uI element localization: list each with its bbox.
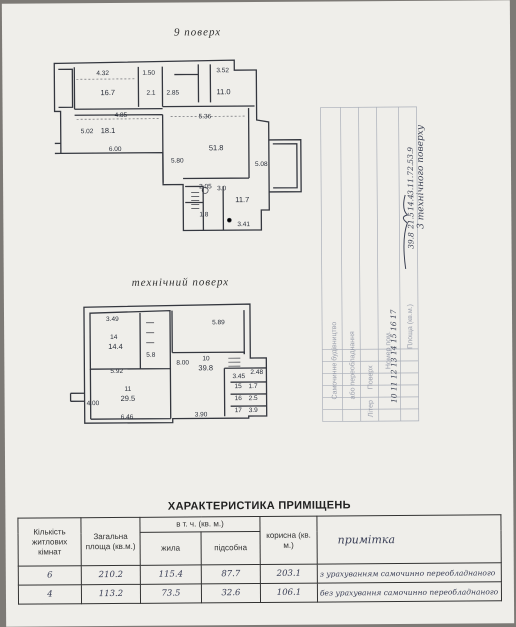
plan-dim-label: 3.52 bbox=[216, 67, 229, 74]
cell-aux: 87.7 bbox=[201, 564, 261, 584]
stamp-row-num: 11 bbox=[389, 381, 398, 391]
rooms-characteristics-table: ХАРАКТЕРИСТИКА ПРИМІЩЕНЬ Кількість житло… bbox=[17, 494, 502, 615]
plan-dim-label: 5.89 bbox=[212, 319, 225, 326]
stamp-line: Поверх bbox=[367, 365, 374, 389]
plan-area-label: 16.7 bbox=[100, 88, 115, 97]
plan-dim-label: 3.41 bbox=[237, 221, 250, 228]
cell-aux: 32.6 bbox=[201, 583, 261, 603]
plan-room-number: 16 bbox=[235, 395, 243, 402]
stamp-row-val: 39.8 bbox=[406, 232, 415, 249]
plan-area-label: 29.5 bbox=[121, 394, 136, 403]
cell-total: 113.2 bbox=[81, 584, 141, 604]
stamp-row-val: 3.1 bbox=[406, 183, 415, 195]
plan-dim-label: 5.36 bbox=[199, 113, 212, 120]
plan-dim-label: 5.92 bbox=[110, 368, 123, 375]
plan-dim-label: 5.02 bbox=[81, 128, 94, 135]
stamp-row-num: 10 bbox=[390, 393, 399, 403]
header-useful-area: корисна (кв. м.) bbox=[259, 516, 318, 565]
plan-dim-label: 3.90 bbox=[195, 411, 208, 418]
plan-dim-label: 1.50 bbox=[142, 70, 155, 77]
stamp-row-val: 2.5 bbox=[406, 159, 415, 172]
cell-rooms: 4 bbox=[18, 584, 82, 605]
plan-dim-label: 5.08 bbox=[255, 161, 268, 168]
plan-room-number: 10 bbox=[202, 355, 210, 362]
plan-room-number: 15 bbox=[234, 383, 242, 390]
stamp-row-num: 13 bbox=[389, 357, 398, 367]
stamp-line: Самочинне будівництво bbox=[330, 322, 339, 400]
stamp-line: Площа (кв.м.) bbox=[407, 304, 414, 349]
plan-room-number: 17 bbox=[235, 407, 243, 414]
approval-stamp: Самочинне будівництво або переобладнання… bbox=[320, 106, 427, 422]
plan-dim-label: 6.46 bbox=[121, 414, 134, 421]
plan-area-label: 14.4 bbox=[108, 342, 123, 351]
plan-dim-label: 6.00 bbox=[109, 146, 122, 153]
plan-area-label: 3.9 bbox=[249, 407, 258, 414]
stamp-line: Номер пом. bbox=[385, 331, 392, 369]
table-row: 4 113.2 73.5 32.6 106.1 без урахування с… bbox=[18, 581, 502, 605]
plan-room-number: 11 bbox=[125, 386, 132, 393]
cell-total: 210.2 bbox=[81, 565, 141, 585]
cell-note: з урахуванням самочинно переобладнаного bbox=[317, 562, 502, 584]
plan-dim-label: 4.85 bbox=[115, 112, 128, 119]
stamp-row-val: 3.9 bbox=[406, 147, 415, 159]
plan-dim-label: 2.48 bbox=[250, 369, 263, 376]
plan-area-label: 39.8 bbox=[198, 363, 213, 372]
plan-area-label: 11.0 bbox=[216, 87, 230, 96]
header-rooms: Кількість житлових кімнат bbox=[17, 517, 82, 567]
characteristics-grid: Кількість житлових кімнат Загальна площа… bbox=[17, 514, 502, 605]
upper-floor-title: 9 поверх bbox=[173, 26, 222, 39]
stamp-line: Літер bbox=[367, 400, 375, 417]
plan-dim-label: 2.05 bbox=[199, 183, 212, 190]
cell-living: 73.5 bbox=[140, 583, 202, 604]
plan-dim-label: 3.45 bbox=[232, 373, 245, 380]
cell-useful: 203.1 bbox=[260, 564, 318, 584]
lower-floor-title: технічний поверх bbox=[131, 276, 230, 289]
header-living-area: жила bbox=[140, 531, 202, 566]
stamp-row-val: 1.7 bbox=[406, 171, 415, 183]
stamp-line: або переобладнання bbox=[348, 331, 356, 399]
table-header-row: Кількість житлових кімнат Загальна площа… bbox=[17, 514, 502, 567]
plan-dim-label: 3.0 bbox=[217, 185, 226, 192]
table-title: ХАРАКТЕРИСТИКА ПРИМІЩЕНЬ bbox=[167, 499, 351, 513]
cell-useful: 106.1 bbox=[260, 583, 318, 603]
plan-area-label: 18.1 bbox=[101, 126, 116, 135]
header-aux-area: підсобна bbox=[201, 531, 261, 565]
plan-area-label: 51.8 bbox=[209, 143, 224, 152]
stamp-row-num: 14 bbox=[389, 345, 398, 355]
header-including: в т. ч. (кв. м.) bbox=[139, 516, 261, 533]
plan-dim-label: 4.00 bbox=[87, 400, 100, 407]
plan-area-label: 2.1 bbox=[146, 90, 155, 97]
cell-rooms: 6 bbox=[18, 565, 82, 586]
plan-dim-label: 4.32 bbox=[96, 70, 109, 77]
cell-living: 115.4 bbox=[140, 564, 202, 585]
plan-area-label: 1.7 bbox=[248, 383, 257, 390]
stamp-row-num: 15 bbox=[389, 333, 398, 343]
plan-room-number: 14 bbox=[110, 334, 118, 341]
plan-dim-label: 8.00 bbox=[176, 359, 189, 366]
plan-dim-label: 5.8 bbox=[146, 352, 155, 359]
stamp-row-val: 21.5 bbox=[406, 212, 415, 230]
stamp-row-num: 17 bbox=[389, 309, 398, 319]
stamp-row-val: 14.4 bbox=[406, 194, 415, 211]
header-total-area: Загальна площа (кв.м.) bbox=[80, 517, 141, 566]
plan-dim-label: 5.80 bbox=[171, 158, 184, 165]
header-note: примітка bbox=[316, 514, 502, 565]
plan-area-label: 2.5 bbox=[249, 395, 258, 402]
stamp-row-num: 16 bbox=[389, 321, 398, 331]
plan-area-label: 1.8 bbox=[199, 211, 208, 218]
stamp-handwritten-note: 3 технічного поверху bbox=[416, 124, 427, 229]
plan-area-label: 11.7 bbox=[235, 195, 249, 204]
plan-dim-label: 2.85 bbox=[166, 90, 179, 97]
stamp-row-num: 12 bbox=[389, 369, 398, 379]
cell-note: без урахування самочинно переобладнаного bbox=[317, 581, 502, 603]
plan-dim-label: 3.49 bbox=[106, 316, 119, 323]
